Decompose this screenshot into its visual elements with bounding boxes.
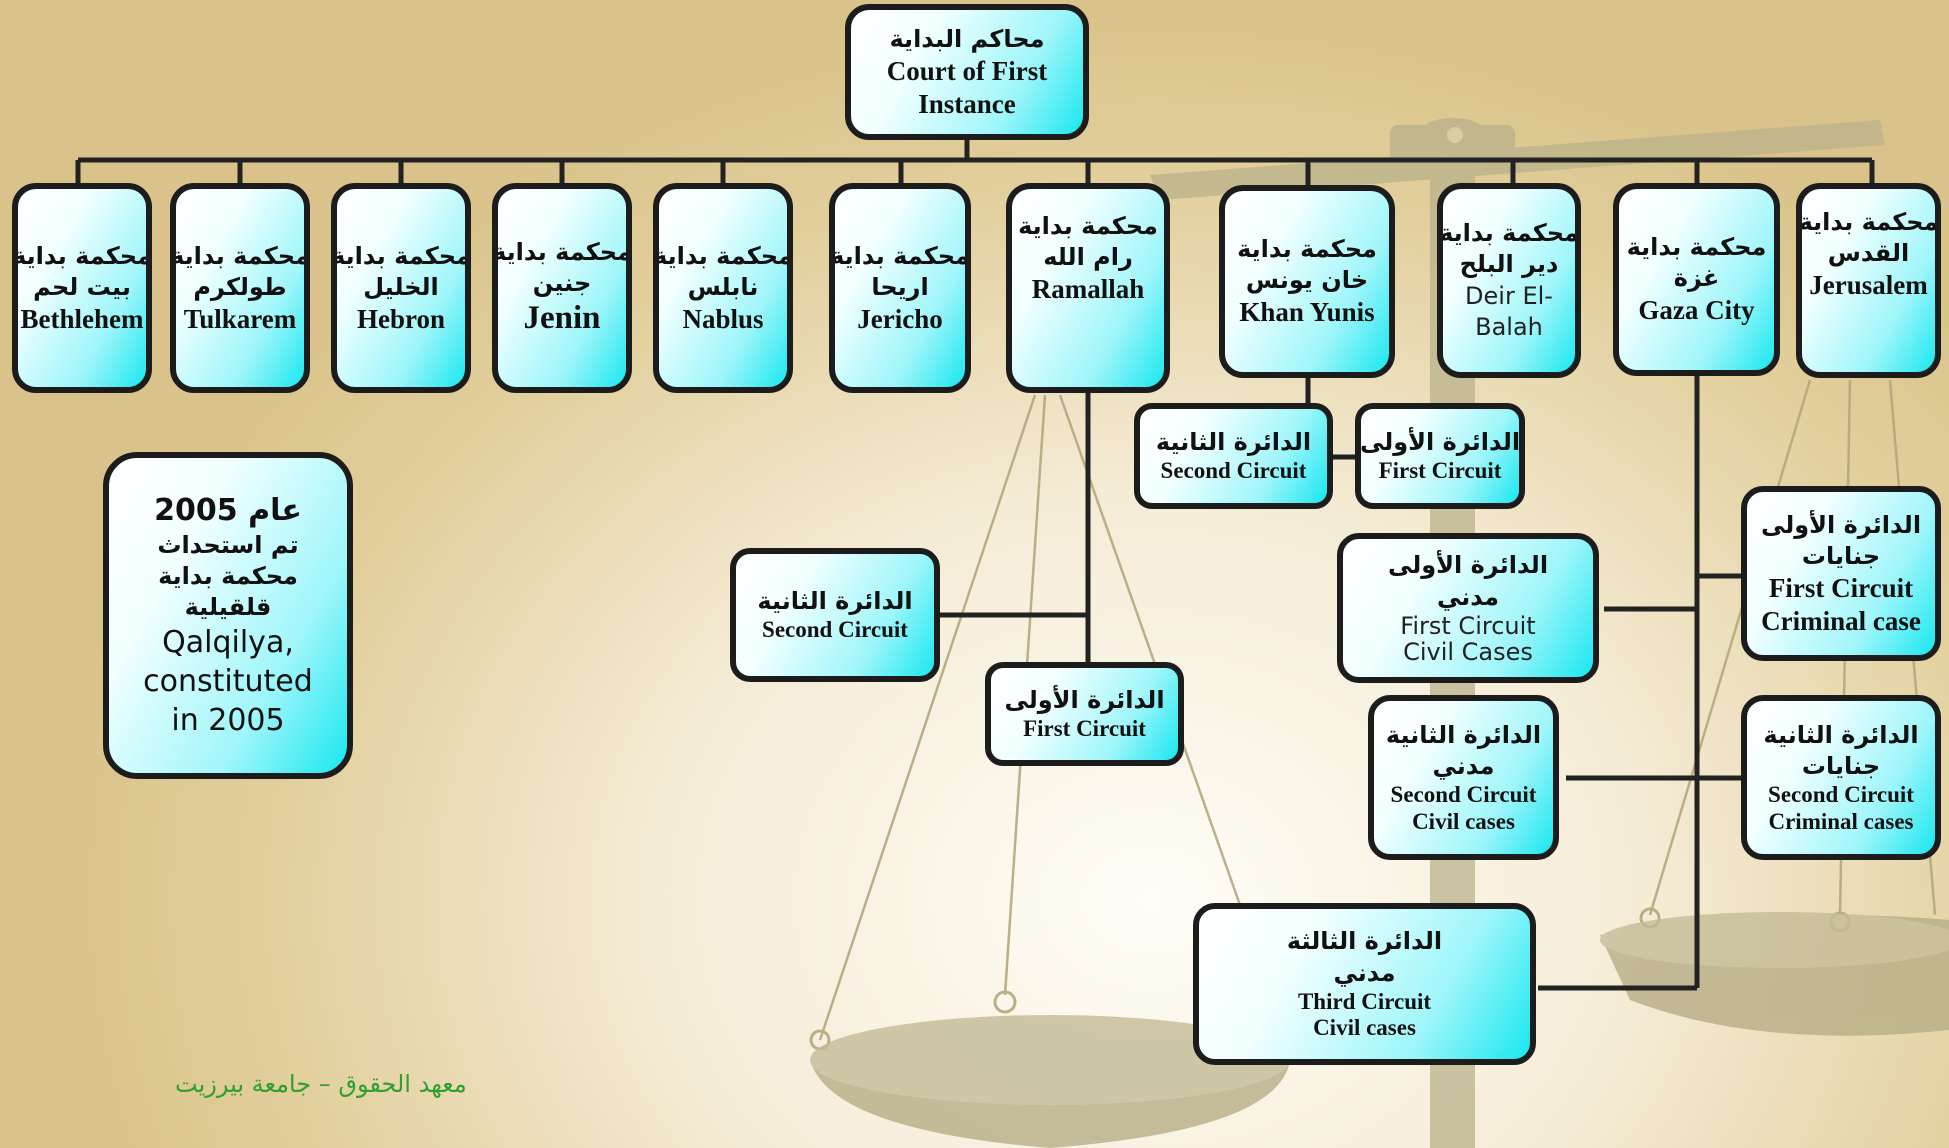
court-khan-yunis: محكمة بداية خان يونس Khan Yunis bbox=[1219, 185, 1395, 378]
court-label-ar2: الخليل bbox=[363, 272, 439, 301]
court-label-ar2: اريحا bbox=[871, 272, 929, 301]
court-label-ar1: محكمة بداية bbox=[1798, 208, 1939, 236]
circuit-label-ar2: جنايات bbox=[1801, 542, 1881, 571]
note-label-en1: Qalqilya, bbox=[162, 625, 294, 661]
circuit-label-ar2: مدني bbox=[1333, 958, 1396, 987]
court-label-en: Jerusalem bbox=[1809, 270, 1928, 301]
court-label-en: Jericho bbox=[857, 303, 943, 334]
circuit-gaza-first-criminal: الدائرة الأولى جنايات First Circuit Crim… bbox=[1741, 486, 1941, 661]
circuit-label-ar1: الدائرة الثالثة bbox=[1286, 927, 1443, 956]
circuit-label-en1: First Circuit bbox=[1768, 573, 1914, 604]
court-label-ar2: رام الله bbox=[1043, 243, 1133, 272]
court-label-ar1: محكمة بداية bbox=[1237, 235, 1377, 264]
court-label-ar2: طولكرم bbox=[193, 272, 287, 301]
court-label-ar2: بيت لحم bbox=[33, 272, 131, 301]
circuit-label-ar1: الدائرة الأولى bbox=[1760, 510, 1922, 539]
court-label-ar1: محكمة بداية bbox=[331, 241, 471, 270]
court-label-en: Bethlehem bbox=[20, 303, 144, 334]
circuit-label-ar: الدائرة الأولى bbox=[1359, 428, 1521, 457]
circuit-gaza-second-civil: الدائرة الثانية مدني Second Circuit Civi… bbox=[1368, 695, 1559, 860]
note-label-ar3: محكمة بداية bbox=[158, 561, 298, 590]
note-label-en3: in 2005 bbox=[171, 703, 285, 739]
court-label-ar1: محكمة بداية bbox=[830, 241, 970, 270]
qalqilya-note: عام 2005 تم استحداث محكمة بداية قلقيلية … bbox=[103, 452, 353, 779]
circuit-label-en: Second Circuit bbox=[1160, 458, 1307, 484]
court-label-ar2: جنين bbox=[532, 269, 592, 298]
court-label-en: Gaza City bbox=[1638, 295, 1755, 326]
court-jenin: محكمة بداية جنين Jenin bbox=[492, 183, 632, 393]
court-label-ar2: دير البلح bbox=[1459, 250, 1559, 279]
root-arabic-label: محاكم البداية bbox=[889, 25, 1045, 54]
circuit-label-en2: Civil Cases bbox=[1403, 638, 1533, 667]
circuit-label-en1: Third Circuit bbox=[1297, 988, 1432, 1014]
court-label-ar1: محكمة بداية bbox=[1439, 219, 1579, 248]
circuit-label-en1: Second Circuit bbox=[1390, 782, 1537, 808]
court-deir-el-balah: محكمة بداية دير البلح Deir El- Balah bbox=[1437, 183, 1581, 378]
note-label-ar1: عام 2005 bbox=[154, 492, 302, 528]
court-hebron: محكمة بداية الخليل Hebron bbox=[331, 183, 471, 393]
note-label-ar2: تم استحداث bbox=[157, 530, 299, 559]
circuit-label-ar: الدائرة الثانية bbox=[1155, 428, 1312, 457]
circuit-khan-yunis-second: الدائرة الثانية Second Circuit bbox=[1134, 403, 1333, 509]
court-jericho: محكمة بداية اريحا Jericho bbox=[829, 183, 971, 393]
court-label-en: Nablus bbox=[682, 303, 764, 334]
circuit-label-ar2: جنايات bbox=[1801, 752, 1881, 781]
circuit-ramallah-second: الدائرة الثانية Second Circuit bbox=[730, 548, 940, 682]
court-label-ar1: محكمة بداية bbox=[492, 238, 632, 267]
note-label-ar4: قلقيلية bbox=[184, 593, 272, 622]
court-label-ar2: خان يونس bbox=[1245, 266, 1369, 295]
court-label-en: Ramallah bbox=[1031, 274, 1145, 305]
circuit-label-ar: الدائرة الأولى bbox=[1004, 686, 1165, 715]
circuit-label-en1: Second Circuit bbox=[1768, 782, 1914, 808]
court-gaza-city: محكمة بداية غزة Gaza City bbox=[1613, 183, 1780, 376]
court-jerusalem: محكمة بداية القدس Jerusalem bbox=[1796, 183, 1941, 378]
court-label-ar1: محكمة بداية bbox=[1626, 233, 1767, 262]
circuit-label-ar1: الدائرة الثانية bbox=[1763, 720, 1919, 749]
court-label-ar2: نابلس bbox=[687, 272, 759, 301]
circuit-label-en: First Circuit bbox=[1023, 716, 1146, 742]
circuit-gaza-first-civil: الدائرة الأولى مدني First Circuit Civil … bbox=[1337, 533, 1599, 683]
court-tulkarem: محكمة بداية طولكرم Tulkarem bbox=[170, 183, 310, 393]
circuit-label-en2: Civil cases bbox=[1412, 808, 1515, 834]
court-label-en: Hebron bbox=[356, 303, 445, 334]
root-english-label: Court of First Instance bbox=[886, 56, 1048, 119]
court-label-ar1: محكمة بداية bbox=[1018, 212, 1158, 240]
circuit-label-en2: Criminal cases bbox=[1768, 808, 1914, 834]
circuit-gaza-third-civil: الدائرة الثالثة مدني Third Circuit Civil… bbox=[1193, 903, 1536, 1065]
court-label-ar2: القدس bbox=[1827, 239, 1910, 268]
circuit-label-ar2: مدني bbox=[1436, 582, 1499, 611]
note-label-en2: constituted bbox=[143, 664, 313, 700]
circuit-label-ar: الدائرة الثانية bbox=[757, 587, 913, 616]
court-label-en: Jenin bbox=[523, 300, 601, 337]
root-court-of-first-instance: محاكم البداية Court of First Instance bbox=[845, 4, 1089, 140]
court-label-ar1: محكمة بداية bbox=[653, 241, 793, 270]
court-ramallah: محكمة بداية رام الله Ramallah bbox=[1006, 183, 1170, 393]
court-label-en2: Balah bbox=[1475, 312, 1543, 341]
circuit-label-en: Second Circuit bbox=[762, 617, 908, 643]
circuit-label-en1: First Circuit bbox=[1400, 611, 1536, 640]
circuit-label-ar1: الدائرة الثانية bbox=[1385, 720, 1542, 749]
circuit-ramallah-first: الدائرة الأولى First Circuit bbox=[985, 662, 1184, 766]
circuit-label-en2: Civil cases bbox=[1313, 1015, 1416, 1041]
circuit-label-en2: Criminal case bbox=[1761, 605, 1921, 636]
circuit-label-ar2: مدني bbox=[1432, 752, 1495, 781]
court-label-ar1: محكمة بداية bbox=[12, 241, 152, 270]
court-label-ar1: محكمة بداية bbox=[170, 241, 310, 270]
court-label-en: Khan Yunis bbox=[1239, 297, 1375, 328]
court-label-en1: Deir El- bbox=[1465, 281, 1553, 310]
circuit-khan-yunis-first: الدائرة الأولى First Circuit bbox=[1355, 403, 1525, 509]
court-nablus: محكمة بداية نابلس Nablus bbox=[653, 183, 793, 393]
circuit-label-en: First Circuit bbox=[1378, 458, 1502, 484]
circuit-gaza-second-criminal: الدائرة الثانية جنايات Second Circuit Cr… bbox=[1741, 695, 1941, 860]
footer-credit: معهد الحقوق – جامعة بيرزيت bbox=[175, 1070, 467, 1098]
circuit-label-ar1: الدائرة الأولى bbox=[1387, 551, 1549, 580]
court-label-ar2: غزة bbox=[1673, 264, 1720, 293]
court-label-en: Tulkarem bbox=[183, 303, 297, 334]
court-bethlehem: محكمة بداية بيت لحم Bethlehem bbox=[12, 183, 152, 393]
